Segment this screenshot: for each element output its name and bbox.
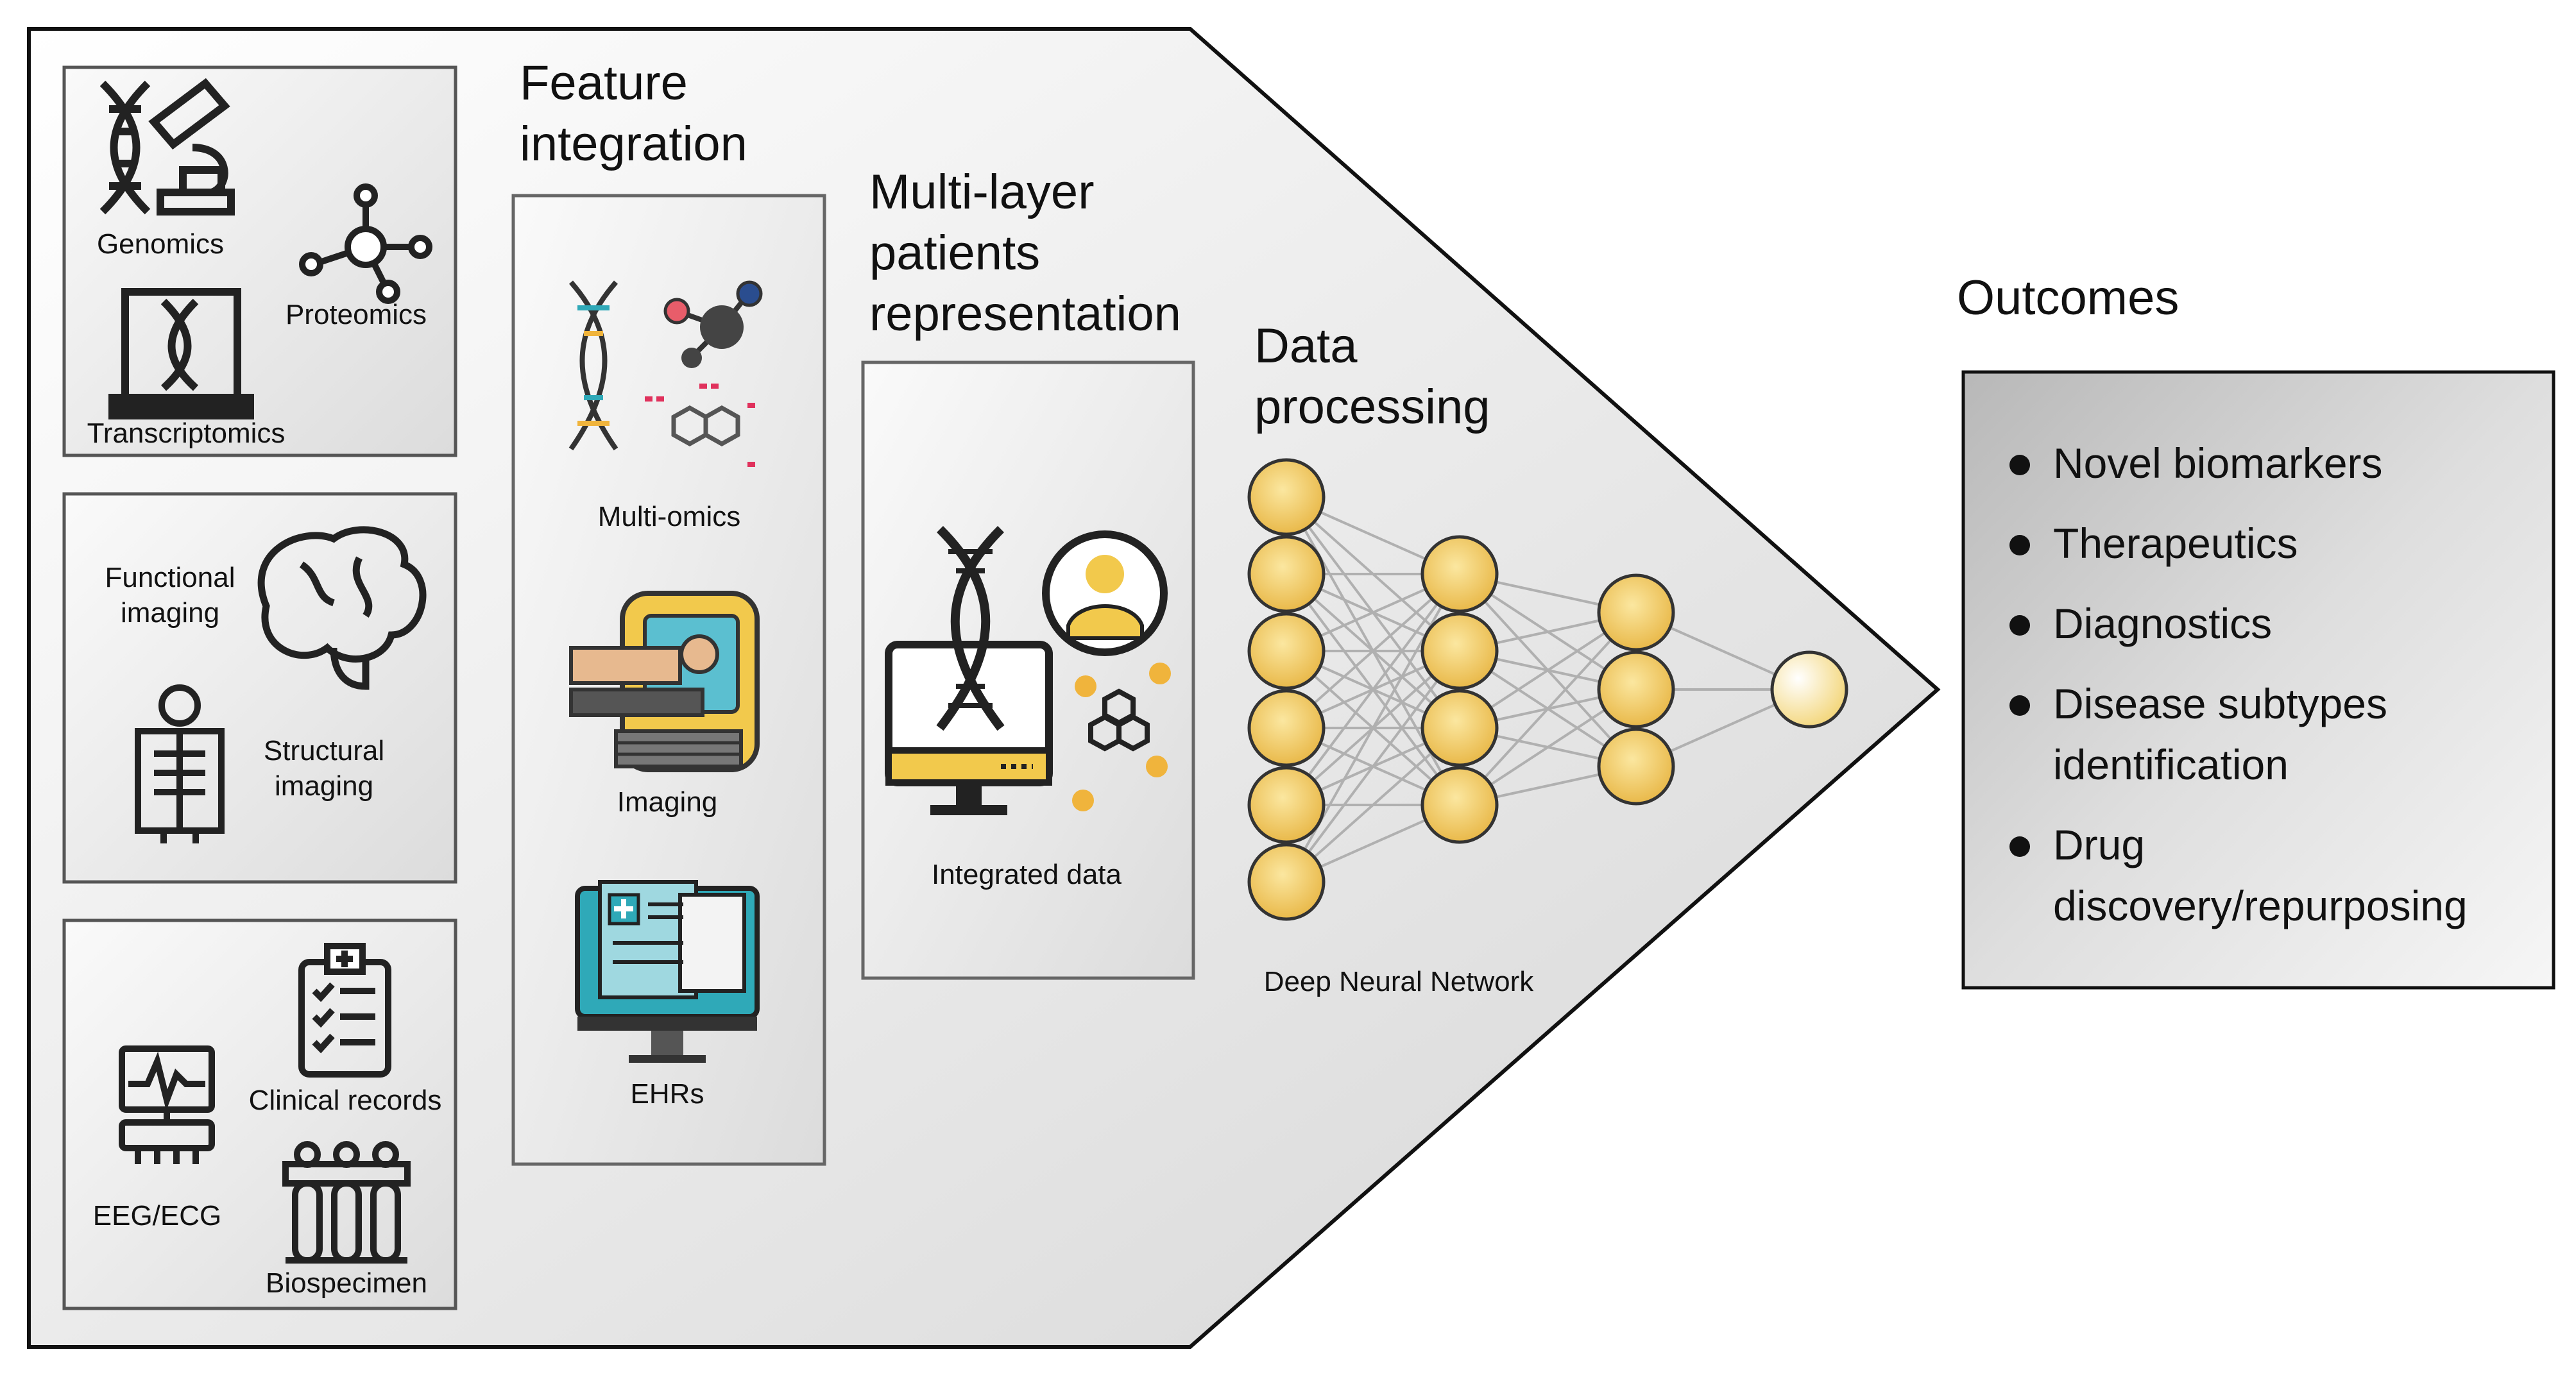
multi-omics-icon: [568, 280, 763, 467]
genomics-label: Genomics: [97, 228, 224, 260]
network-node: [1247, 843, 1326, 921]
feature-integration-title-2: integration: [520, 117, 747, 171]
test-tubes-icon: [282, 1141, 411, 1264]
outcome-item-label-line2: identification: [2053, 741, 2289, 788]
network-node: [1247, 766, 1326, 844]
functional-imaging-label-1: Functional: [105, 562, 235, 593]
omics-source-box: Genomics Proteomics Transcriptomics: [62, 65, 457, 457]
representation-title-1: Multi-layer: [869, 165, 1095, 219]
processing-title-1: Data: [1254, 319, 1358, 373]
clipboard-icon: [298, 943, 391, 1078]
network-node: [1597, 573, 1675, 652]
network-edge: [1285, 573, 1461, 806]
network-node: [1247, 612, 1326, 690]
network-node: [1247, 689, 1326, 767]
network-node: [1420, 612, 1499, 690]
outcome-bullet: [2009, 836, 2030, 857]
outcome-bullet: [2009, 615, 2030, 636]
representation-title-2: patients: [869, 226, 1040, 280]
clinical-source-box: Clinical records EEG/ECG Biospecimen: [62, 918, 457, 1310]
outcome-item-label: Disease subtypes: [2053, 680, 2387, 727]
laptop-dna-icon: [108, 288, 254, 419]
outcome-item-label: Diagnostics: [2053, 600, 2272, 647]
integrated-data-label: Integrated data: [932, 859, 1122, 890]
eeg-monitor-icon: [119, 1045, 215, 1164]
network-output-node: [1770, 650, 1848, 729]
network-node: [1420, 689, 1499, 767]
outcome-item-label-line2: discovery/repurposing: [2053, 882, 2468, 929]
outcome-item-label: Therapeutics: [2053, 520, 2298, 567]
biospecimen-label: Biospecimen: [266, 1267, 427, 1299]
outcomes-title: Outcomes: [1957, 271, 2179, 325]
functional-imaging-label-2: imaging: [121, 597, 219, 629]
structural-imaging-label-1: Structural: [264, 735, 384, 766]
eeg-ecg-label: EEG/ECG: [93, 1200, 222, 1231]
integrated-data-icon: [885, 526, 1171, 815]
imaging-label: Imaging: [617, 786, 718, 818]
outcome-bullet: [2009, 535, 2030, 555]
dna-icon: [99, 80, 151, 215]
outcome-bullet: [2009, 455, 2030, 475]
network-node: [1247, 535, 1326, 613]
ehr-monitor-icon: [575, 880, 760, 1063]
outcomes-list: Novel biomarkersTherapeuticsDiagnosticsD…: [2009, 439, 2468, 929]
structural-imaging-label-2: imaging: [275, 770, 373, 802]
clinical-records-label: Clinical records: [249, 1085, 442, 1116]
processing-title-2: processing: [1254, 380, 1490, 434]
network-node: [1597, 727, 1675, 806]
ehrs-label: EHRs: [631, 1078, 704, 1110]
multi-omics-label: Multi-omics: [598, 501, 740, 532]
network-node: [1420, 535, 1499, 613]
proteomics-label: Proteomics: [286, 299, 427, 330]
network-edge: [1458, 611, 1637, 806]
imaging-source-box: Functional imaging Structural imaging: [62, 492, 457, 884]
molecule-icon: [299, 183, 432, 304]
deep-neural-network-label: Deep Neural Network: [1264, 966, 1535, 997]
outcome-bullet: [2009, 695, 2030, 716]
network-edge: [1285, 650, 1461, 883]
xray-skeleton-icon: [135, 684, 225, 843]
feature-integration-title-1: Feature: [520, 56, 688, 110]
microscope-icon: [148, 78, 235, 216]
network-node: [1420, 766, 1499, 844]
representation-title-3: representation: [869, 287, 1181, 341]
transcriptomics-label: Transcriptomics: [87, 418, 286, 449]
outcome-item-label: Novel biomarkers: [2053, 439, 2383, 487]
mri-scanner-icon: [569, 591, 760, 772]
network-node: [1597, 650, 1675, 729]
network-node: [1247, 458, 1326, 536]
brain-icon: [257, 526, 427, 690]
neural-network-nodes: [1247, 458, 1848, 921]
outcome-item-label: Drug: [2053, 821, 2145, 868]
outcomes-box: [1961, 370, 2555, 990]
